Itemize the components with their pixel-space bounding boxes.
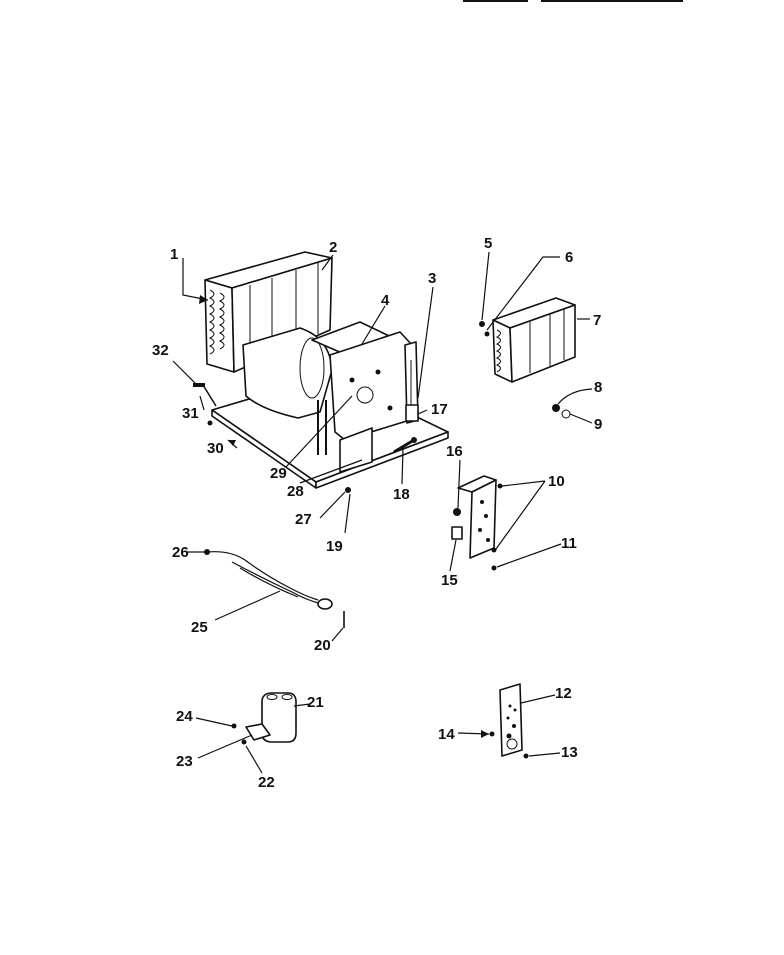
- callout-8: 8: [594, 379, 602, 396]
- callout-5: 5: [484, 235, 492, 252]
- screw-30: [207, 420, 213, 426]
- small-fasteners: [193, 383, 351, 493]
- callout-2: 2: [329, 239, 337, 256]
- control-bracket: [451, 475, 503, 571]
- capacitor: [231, 692, 297, 745]
- callout-9: 9: [594, 416, 602, 433]
- callout-23: 23: [176, 753, 193, 770]
- callout-26: 26: [172, 544, 189, 561]
- callout-30: 30: [207, 440, 224, 457]
- callout-6: 6: [565, 249, 573, 266]
- callout-24: 24: [176, 708, 193, 725]
- callout-29: 29: [270, 465, 287, 482]
- screw-24: [231, 723, 237, 729]
- screw-11: [491, 565, 497, 571]
- callout-4: 4: [381, 292, 390, 309]
- condenser-coil: [479, 297, 576, 383]
- screw-27: [345, 487, 351, 493]
- callout-27: 27: [295, 511, 312, 528]
- knob-16: [453, 508, 461, 516]
- screw-14: [489, 731, 495, 737]
- callout-11: 11: [561, 535, 577, 552]
- support-rods: [317, 400, 327, 455]
- screw-22: [241, 739, 247, 745]
- clip: [405, 404, 419, 422]
- callout-17: 17: [431, 401, 448, 418]
- screw-18: [393, 437, 417, 454]
- callout-15: 15: [441, 572, 458, 589]
- screw-32: [193, 383, 205, 387]
- callout-labels: 1 2 3 4 5 6 7 8 9 10 11 12 13 14 15 16 1…: [152, 235, 602, 791]
- callout-22: 22: [258, 774, 275, 791]
- screw-5: [479, 321, 485, 327]
- callout-25: 25: [191, 619, 208, 636]
- power-cord: [204, 549, 345, 628]
- callout-14: 14: [438, 726, 455, 743]
- callout-19: 19: [326, 538, 343, 555]
- callout-7: 7: [593, 312, 601, 329]
- callout-31: 31: [182, 405, 199, 422]
- leader-arrowheads: [199, 295, 489, 738]
- screw-6: [484, 331, 490, 337]
- callout-1: 1: [170, 246, 178, 263]
- switch-15: [451, 526, 463, 540]
- callout-16: 16: [446, 443, 463, 460]
- callout-13: 13: [561, 744, 578, 761]
- leader-lines: [172, 251, 593, 774]
- callout-10: 10: [548, 473, 565, 490]
- callout-20: 20: [314, 637, 331, 654]
- control-plate: [489, 683, 529, 759]
- callout-21: 21: [307, 694, 324, 711]
- callout-32: 32: [152, 342, 169, 359]
- callout-18: 18: [393, 486, 410, 503]
- callout-28: 28: [287, 483, 304, 500]
- callout-12: 12: [555, 685, 572, 702]
- grommet-and-nut: [552, 404, 571, 419]
- side-bracket: [404, 341, 419, 424]
- screw-13: [523, 753, 529, 759]
- callout-3: 3: [428, 270, 436, 287]
